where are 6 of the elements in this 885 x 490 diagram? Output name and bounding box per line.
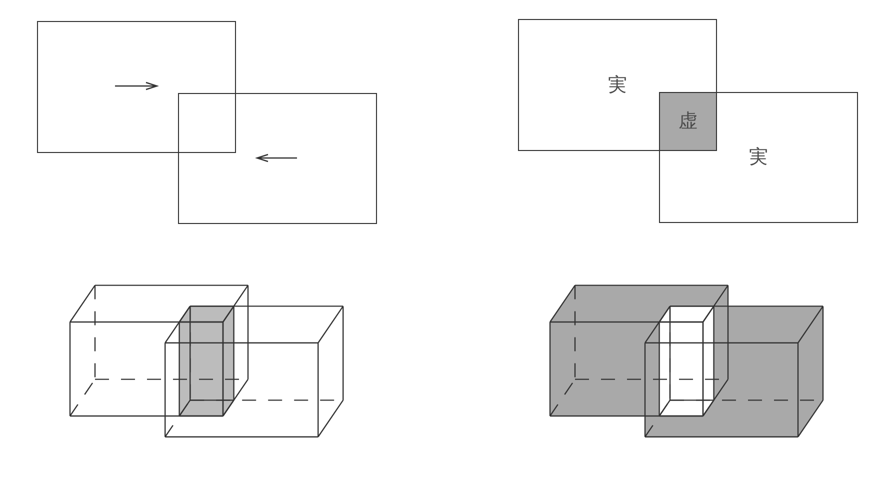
- shaded-square: [659, 92, 717, 151]
- character-label: 虚: [678, 112, 698, 131]
- character-label: 実: [749, 148, 768, 167]
- outline-rectangle: [178, 93, 377, 224]
- character-label: 実: [608, 76, 627, 94]
- outline-rectangle: [37, 21, 236, 153]
